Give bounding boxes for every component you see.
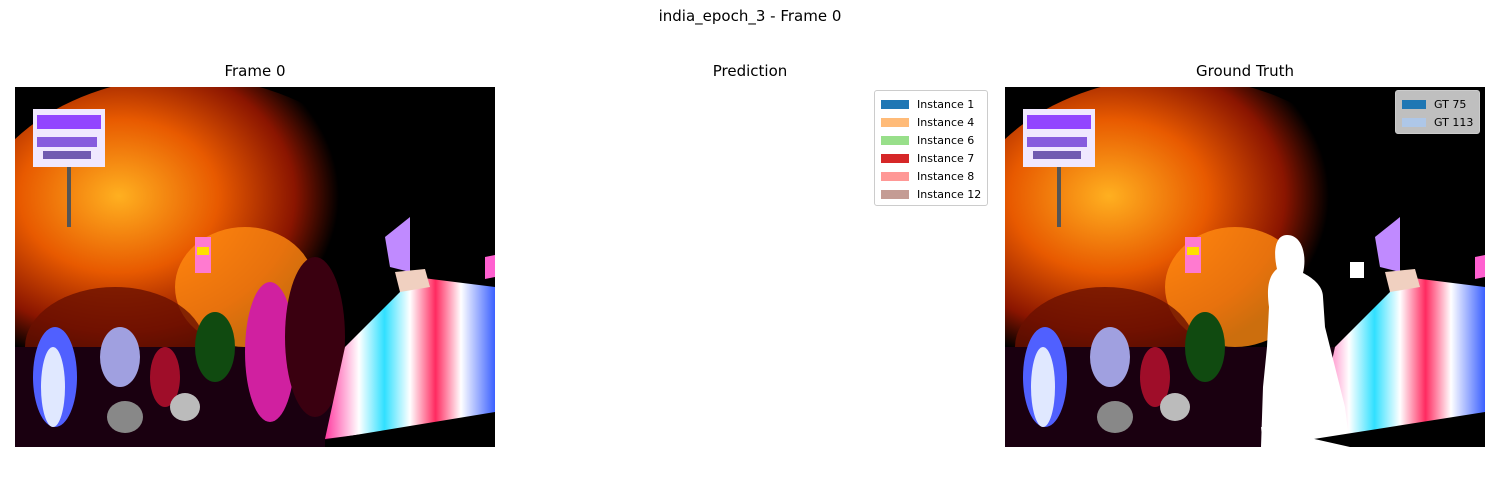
legend-swatch [881, 189, 909, 199]
prediction-panel-title: Prediction [712, 62, 788, 80]
legend-label: Instance 4 [917, 115, 975, 129]
legend-swatch [1402, 99, 1426, 109]
ground-truth-panel-title: Ground Truth [1196, 62, 1294, 80]
prediction-legend: Instance 1 Instance 4 Instance 6 Instanc… [874, 90, 989, 206]
frame-image-canvas [15, 87, 495, 447]
legend-label: Instance 12 [917, 187, 982, 201]
ground-truth-image [1005, 87, 1485, 447]
legend-label: GT 75 [1434, 97, 1467, 111]
ground-truth-legend: GT 75 GT 113 [1395, 90, 1481, 134]
ground-truth-image-canvas [1005, 87, 1485, 447]
frame-image [15, 87, 495, 447]
legend-item: Instance 7 [881, 149, 981, 167]
legend-label: Instance 7 [917, 151, 975, 165]
legend-swatch [881, 117, 909, 127]
figure-suptitle: india_epoch_3 - Frame 0 [658, 7, 842, 25]
legend-swatch [881, 99, 909, 109]
legend-swatch [881, 153, 909, 163]
legend-label: Instance 8 [917, 169, 975, 183]
legend-item: Instance 6 [881, 131, 981, 149]
legend-swatch [881, 171, 909, 181]
legend-item: Instance 1 [881, 95, 981, 113]
legend-item: GT 113 [1402, 113, 1473, 131]
legend-swatch [1402, 117, 1426, 127]
legend-label: Instance 6 [917, 133, 975, 147]
legend-item: Instance 4 [881, 113, 981, 131]
legend-label: Instance 1 [917, 97, 975, 111]
legend-swatch [881, 135, 909, 145]
legend-item: Instance 12 [881, 185, 981, 203]
legend-item: GT 75 [1402, 95, 1473, 113]
legend-label: GT 113 [1434, 115, 1474, 129]
frame-panel-title: Frame 0 [224, 62, 286, 80]
legend-item: Instance 8 [881, 167, 981, 185]
